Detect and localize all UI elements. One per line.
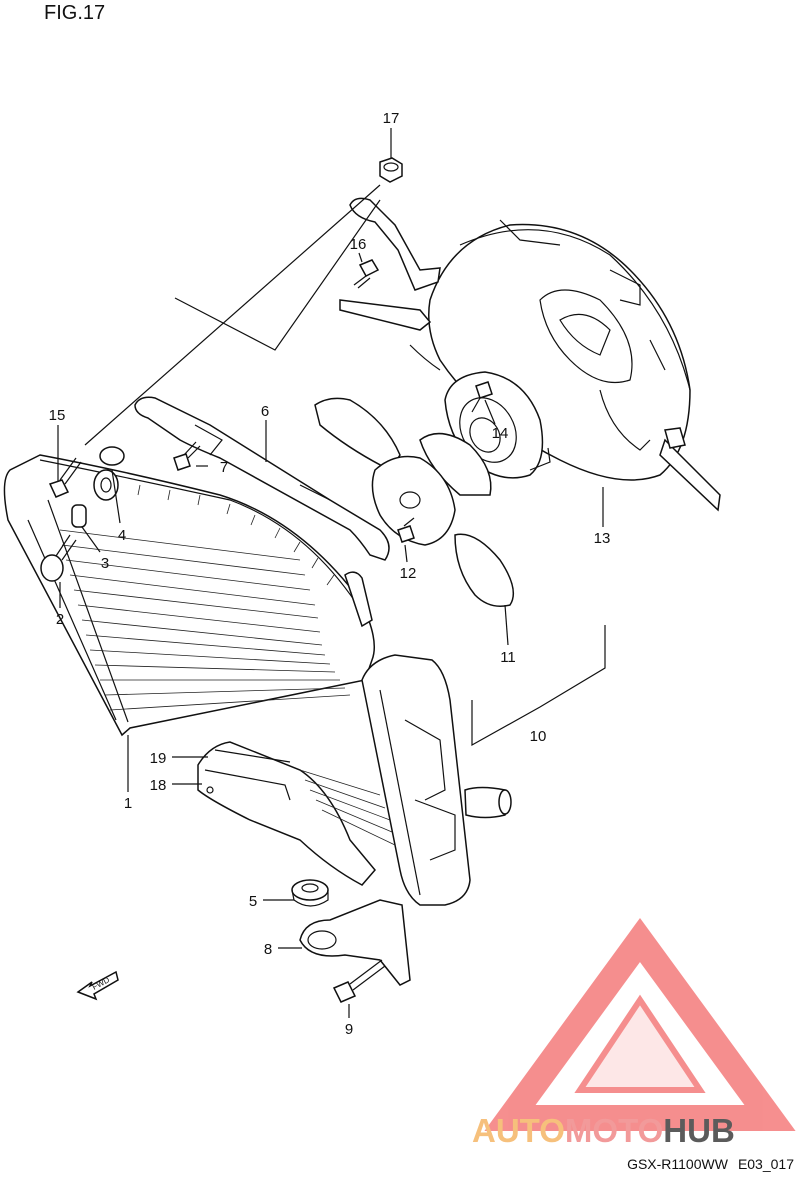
part-number-11: 11 bbox=[500, 649, 516, 666]
part-number-12: 12 bbox=[400, 565, 417, 582]
part-number-6: 6 bbox=[261, 403, 269, 420]
part-number-labels: 1 2 3 4 5 6 7 8 9 10 11 12 13 14 15 16 1… bbox=[49, 110, 611, 1038]
part-number-19: 19 bbox=[150, 750, 167, 767]
fwd-arrow-icon: FWD bbox=[76, 970, 119, 1001]
lower-shroud bbox=[197, 741, 396, 886]
sheet-code: E03_017 bbox=[737, 1156, 794, 1172]
watermark-hub: HUB bbox=[663, 1112, 735, 1149]
part-number-9: 9 bbox=[345, 1021, 353, 1038]
part-number-1: 1 bbox=[124, 795, 132, 812]
figure-title: FIG.17 bbox=[44, 2, 106, 24]
part-number-3: 3 bbox=[101, 555, 109, 572]
part-number-5: 5 bbox=[249, 893, 257, 910]
part-number-17: 17 bbox=[383, 110, 400, 127]
upper-bracket bbox=[134, 396, 390, 628]
part-number-14: 14 bbox=[492, 425, 509, 442]
part-number-16: 16 bbox=[350, 236, 367, 253]
hardware bbox=[40, 157, 493, 1003]
watermark-logo bbox=[484, 917, 796, 1131]
leader-lines bbox=[57, 128, 606, 1018]
fan-blade bbox=[314, 397, 515, 607]
part-number-4: 4 bbox=[118, 527, 126, 544]
part-number-13: 13 bbox=[594, 530, 611, 547]
radiator-side-tank bbox=[361, 654, 512, 906]
part-number-7: 7 bbox=[220, 459, 228, 476]
part-number-18: 18 bbox=[150, 777, 167, 794]
figure-footer: GSX-R1100WW E03_017 bbox=[617, 1156, 794, 1172]
radiator-core bbox=[3, 454, 375, 737]
model-code: GSX-R1100WW bbox=[627, 1156, 728, 1172]
watermark-auto: AUTO bbox=[472, 1112, 565, 1149]
part-number-15: 15 bbox=[49, 407, 66, 424]
part-number-8: 8 bbox=[264, 941, 272, 958]
part-number-2: 2 bbox=[56, 611, 64, 628]
watermark-text: AUTOMOTOHUB bbox=[472, 1112, 735, 1150]
part-number-10: 10 bbox=[530, 728, 547, 745]
watermark-moto: MOTO bbox=[564, 1112, 664, 1149]
shroud-mount-arm bbox=[339, 197, 441, 371]
